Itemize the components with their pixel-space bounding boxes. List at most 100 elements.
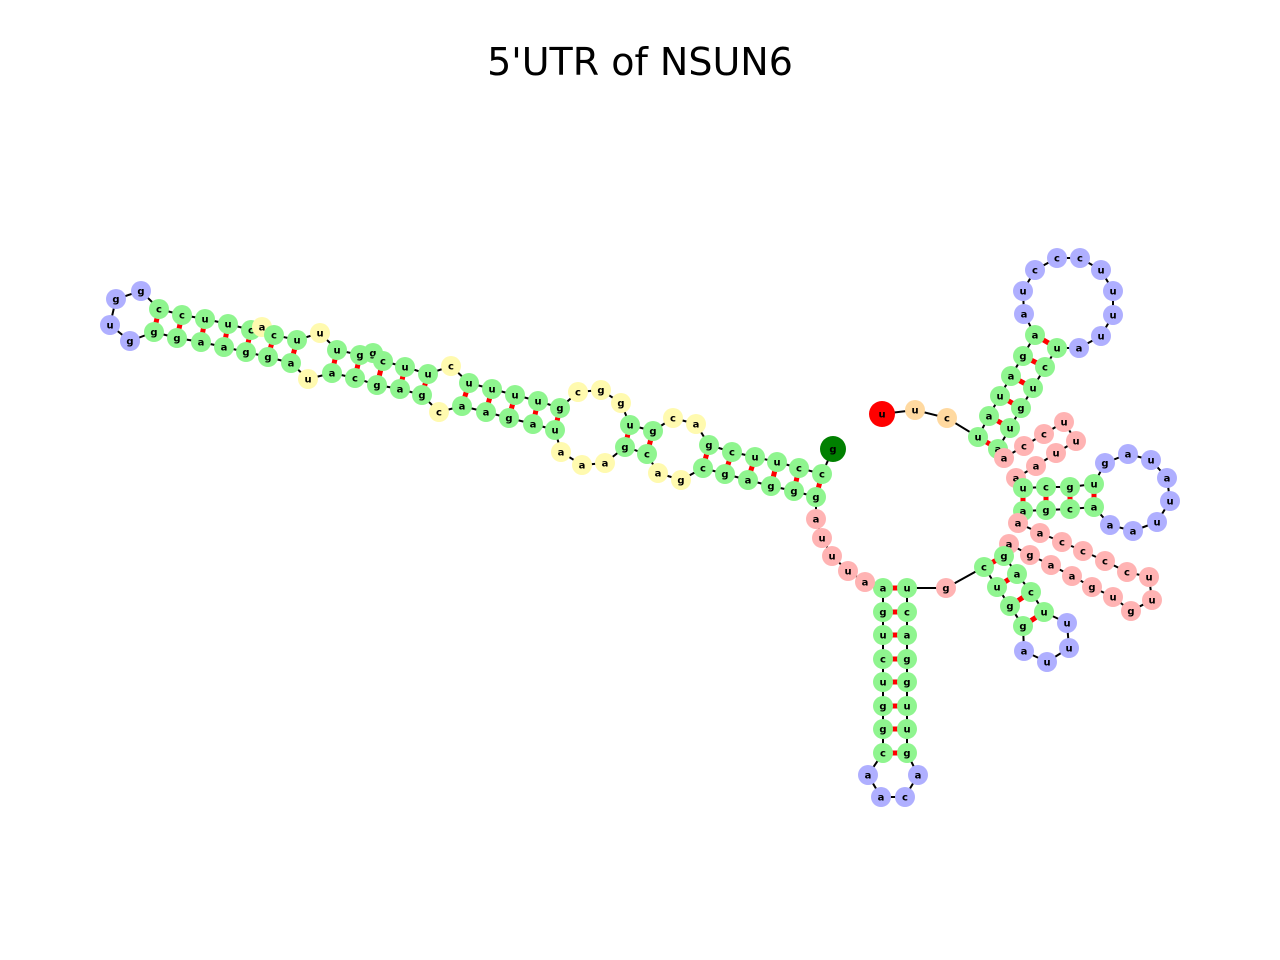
nucleotide-node: a [322,363,342,383]
nucleotide-node: u [545,420,565,440]
nucleotide-node: g [144,322,164,342]
svg-text:c: c [380,357,386,368]
nucleotide-node: c [1070,248,1090,268]
svg-text:g: g [1127,607,1134,618]
nucleotide-node: u [1013,281,1033,301]
nucleotide-node: g [1121,601,1141,621]
svg-text:g: g [505,414,512,425]
nucleotide-node: a [806,509,826,529]
svg-text:a: a [1015,519,1022,530]
svg-text:u: u [1019,287,1026,298]
svg-text:u: u [1040,608,1047,619]
nucleotide-node: a [1014,304,1034,324]
nucleotide-node: g [643,421,663,441]
svg-text:u: u [201,315,208,326]
nucleotide-node: u [298,369,318,389]
svg-text:u: u [424,370,431,381]
svg-text:u: u [974,433,981,444]
svg-text:a: a [288,359,295,370]
nucleotide-node: g [1036,500,1056,520]
nucleotide-node: a [855,572,875,592]
nucleotide-node: u [822,546,842,566]
nucleotide-node: a [858,765,878,785]
svg-text:u: u [1145,573,1152,584]
svg-text:c: c [1054,254,1060,265]
svg-text:g: g [173,334,180,345]
svg-text:u: u [1060,418,1067,429]
nucleotide-node: u [1103,587,1123,607]
svg-text:u: u [993,583,1000,594]
nucleotide-node: u [1000,418,1020,438]
svg-text:c: c [729,448,735,459]
nucleotide-node: g [873,602,893,622]
nucleotide-node: u [1160,491,1180,511]
svg-text:a: a [221,343,228,354]
svg-text:a: a [1021,647,1028,658]
nucleotide-node: g [897,743,917,763]
nucleotide-node: c [722,442,742,462]
svg-text:u: u [1052,449,1059,460]
svg-text:u: u [1006,424,1013,435]
nucleotide-node: u [528,391,548,411]
svg-text:u: u [316,329,323,340]
svg-text:a: a [878,793,885,804]
svg-text:u: u [534,397,541,408]
nucleotide-node: g [1020,545,1040,565]
nucleotide-node: a [908,765,928,785]
nucleotide-node: u [459,373,479,393]
nucleotide-node: a [551,442,571,462]
svg-text:g: g [790,487,797,498]
nucleotide-node: u [1147,512,1167,532]
svg-text:a: a [1008,372,1015,383]
svg-text:c: c [1124,568,1130,579]
svg-text:a: a [1006,540,1013,551]
nucleotide-node: u [327,340,347,360]
nucleotide-node: u [1091,326,1111,346]
svg-text:c: c [248,326,254,337]
nucleotide-node: c [789,458,809,478]
svg-text:u: u [1109,593,1116,604]
nucleotide-node: a [1001,366,1021,386]
svg-text:g: g [903,655,910,666]
svg-text:c: c [1102,557,1108,568]
svg-text:u: u [1109,311,1116,322]
nucleotide-node: u [482,379,502,399]
svg-text:g: g [721,470,728,481]
nucleotide-node: g [106,289,126,309]
nucleotide-node: c [637,444,657,464]
nucleotide-node: g [873,696,893,716]
nucleotide-node: g [236,342,256,362]
svg-text:g: g [879,702,886,713]
svg-text:g: g [903,678,910,689]
svg-text:a: a [530,420,537,431]
nucleotide-node: c [974,557,994,577]
nucleotide-node: u [1054,412,1074,432]
svg-text:u: u [1090,480,1097,491]
nucleotide-node: g [873,719,893,739]
svg-text:c: c [156,305,162,316]
nucleotide-node: g [699,435,719,455]
svg-text:g: g [1019,622,1026,633]
nucleotide-node: c [568,382,588,402]
nucleotide-node: u [897,719,917,739]
nucleotide-node: a [1030,523,1050,543]
svg-text:a: a [1164,474,1171,485]
nucleotide-node: c [264,325,284,345]
svg-text:c: c [436,408,442,419]
diagram-title: 5'UTR of NSUN6 [487,40,793,84]
svg-text:u: u [828,552,835,563]
nucleotide-node: c [429,402,449,422]
svg-text:a: a [1033,462,1040,473]
svg-text:g: g [879,608,886,619]
nucleotide-node: u [1091,260,1111,280]
nucleotide-node: u [100,315,120,335]
nucleotide-node: a [871,787,891,807]
svg-text:u: u [1147,456,1154,467]
nucleotide-node: u [897,696,917,716]
svg-text:c: c [944,414,950,425]
nucleotide-node: u [987,577,1007,597]
nucleotide-node: c [663,408,683,428]
nucleotide-node: g [1013,346,1033,366]
nucleotide-node: a [452,396,472,416]
svg-text:u: u [1063,619,1070,630]
